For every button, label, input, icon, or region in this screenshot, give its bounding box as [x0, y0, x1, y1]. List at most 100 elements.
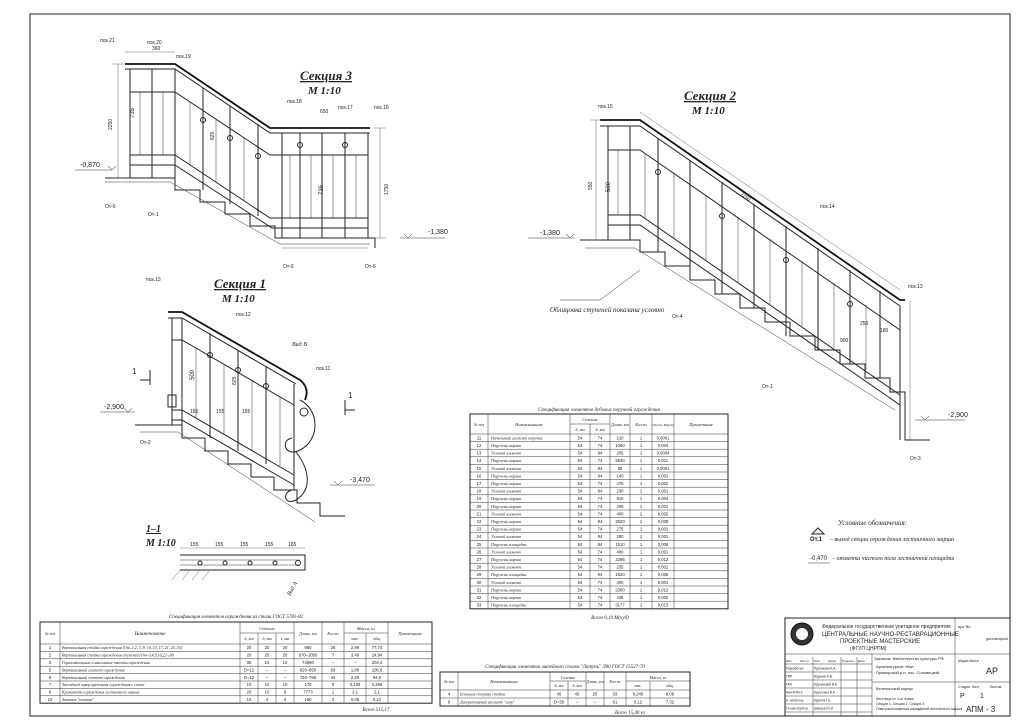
table-cell: Вертикальная стойка ограждения (От–1,2, … [62, 645, 183, 651]
table-cell: 275 [617, 527, 625, 532]
table-title: Спецификация элементов литейного сплава … [485, 664, 645, 670]
pos-label: поз.12 [236, 312, 251, 318]
table-cell: Поручень марша [490, 557, 521, 562]
table-cell: 12 [477, 443, 482, 448]
table-cell: 910 [617, 496, 625, 501]
table-cell: 400 [617, 549, 625, 554]
table-cell: – [354, 660, 357, 665]
table-cell: 28 [477, 565, 482, 570]
table-cell: 54 [578, 451, 583, 456]
table-cell: 94 [598, 489, 603, 494]
table-total: Всего 0,10 М(куб) [591, 616, 629, 621]
table-cell: 1 [640, 565, 643, 570]
stamp-col: Кол.уч [800, 659, 809, 663]
table-cell: 0,001 [658, 580, 669, 585]
brass-spec-table: Спецификация элементов литейного сплава … [439, 664, 691, 716]
table-cell: 1 [640, 435, 643, 440]
pos-label: поз.20 [147, 40, 162, 46]
sheets-label: Листов [990, 685, 1002, 689]
col-header: № поз [443, 679, 455, 684]
customer: Заказчик: Министерство культуры РФ [874, 656, 944, 661]
table-cell: Вертикальный элемент ограждения [62, 667, 125, 672]
table-cell: 10 [283, 682, 288, 687]
table-cell: 108,0 [372, 667, 383, 672]
drawing-title: Лестница от 2-го этажа [876, 697, 914, 701]
table-cell: 0,245 [633, 692, 644, 697]
table-cell: 0,004 [658, 496, 669, 501]
table-cell: 18 [477, 489, 482, 494]
mark-label: От-1 [762, 384, 773, 390]
table-cell: 74 [598, 565, 603, 570]
table-cell: 205 [617, 451, 625, 456]
table-cell: 8,08 [666, 692, 675, 697]
table-cell: 1620 [615, 572, 625, 577]
table-cell: 54 [578, 466, 583, 471]
table-cell: 0,001 [658, 565, 669, 570]
dim-label: 360 [152, 46, 161, 52]
wood-spec-table: Спецификация элементов дубовых поручней … [469, 407, 729, 621]
table-cell: 160 [305, 697, 313, 702]
table-cell: 20 [477, 504, 482, 509]
table-cell: 54 [578, 572, 583, 577]
table-cell: 0,002 [658, 595, 669, 600]
table-cell: 94 [598, 519, 603, 524]
dim-label: 550 [588, 181, 594, 190]
dim-label: 155 [265, 542, 274, 548]
col-header: b, мм [554, 683, 564, 689]
col-header: h, мм [262, 636, 272, 642]
table-cell: Поручень марша [490, 458, 521, 463]
table-total: Всего 515,17 [363, 708, 390, 713]
col-header: Наименование [489, 679, 518, 684]
cut-scale: М 1:10 [145, 538, 176, 549]
level-mark: -1,380 [540, 230, 560, 237]
table-cell: 54 [578, 443, 583, 448]
table-cell: 2285 [615, 557, 625, 562]
col-header: Примечание [688, 422, 712, 427]
mark-label: От-6 [283, 264, 294, 270]
table-cell: 0,266 [372, 682, 383, 687]
table-cell: 54 [578, 527, 583, 532]
table-cell: 13 [477, 451, 482, 456]
table-cell: 74 [598, 458, 603, 463]
level-mark: -1,380 [428, 229, 448, 236]
table-cell: 0,001 [658, 504, 669, 509]
col-header: общ. [666, 683, 674, 688]
table-cell: 2 [332, 697, 335, 702]
table-cell: 29 [477, 572, 482, 577]
table-cell: 960 [305, 645, 313, 650]
col-header: Длина, мм [585, 679, 604, 685]
table-cell: 1 [640, 580, 643, 585]
table-cell: 24,94 [372, 653, 383, 658]
col-header: общ. [373, 636, 381, 641]
stamp-role: ГАП [786, 683, 793, 687]
pos-label: поз.15 [598, 104, 613, 110]
drawing-title: Секции 1, Секция 2, Секция 3 [876, 702, 924, 706]
table-cell: 1 [640, 458, 643, 463]
title-block: Федеральное государственное унитарное пр… [784, 617, 1011, 717]
table-cell: 400 [617, 580, 625, 585]
table-cell: 0,006 [658, 572, 669, 577]
mark-label: От-2 [140, 440, 151, 446]
table-cell: 1 [640, 587, 643, 592]
table-cell: 8 [49, 690, 52, 695]
level-mark: -0,870 [80, 162, 100, 169]
table-cell: Поручень марша [490, 473, 521, 478]
table-cell: 1 [640, 489, 643, 494]
table-cell: Вертикальная стойка ограждения ступеней … [62, 653, 175, 659]
table-cell: 1 [640, 496, 643, 501]
table-total: Всего 15,40 кг [615, 711, 645, 716]
table-cell: D=30 [554, 700, 565, 705]
table-cell: 2300 [615, 587, 625, 592]
table-cell: 970–1050 [299, 653, 318, 658]
pos-label: поз.18 [287, 99, 302, 105]
table-cell: 10 [265, 690, 270, 695]
org-line: Федеральное государственное унитарное пр… [822, 624, 951, 630]
table-cell: – [284, 675, 287, 680]
table-cell: 2 [49, 653, 52, 658]
legend: Условные обозначения: От.1 – выход секци… [808, 519, 954, 564]
dim-label: 900 [840, 338, 849, 344]
pos-label: поз.19 [176, 54, 191, 60]
legend-text: – выход секции ограждения лестничного ма… [829, 536, 954, 543]
table-cell: 54 [578, 565, 583, 570]
table-cell: 1510 [615, 542, 625, 547]
